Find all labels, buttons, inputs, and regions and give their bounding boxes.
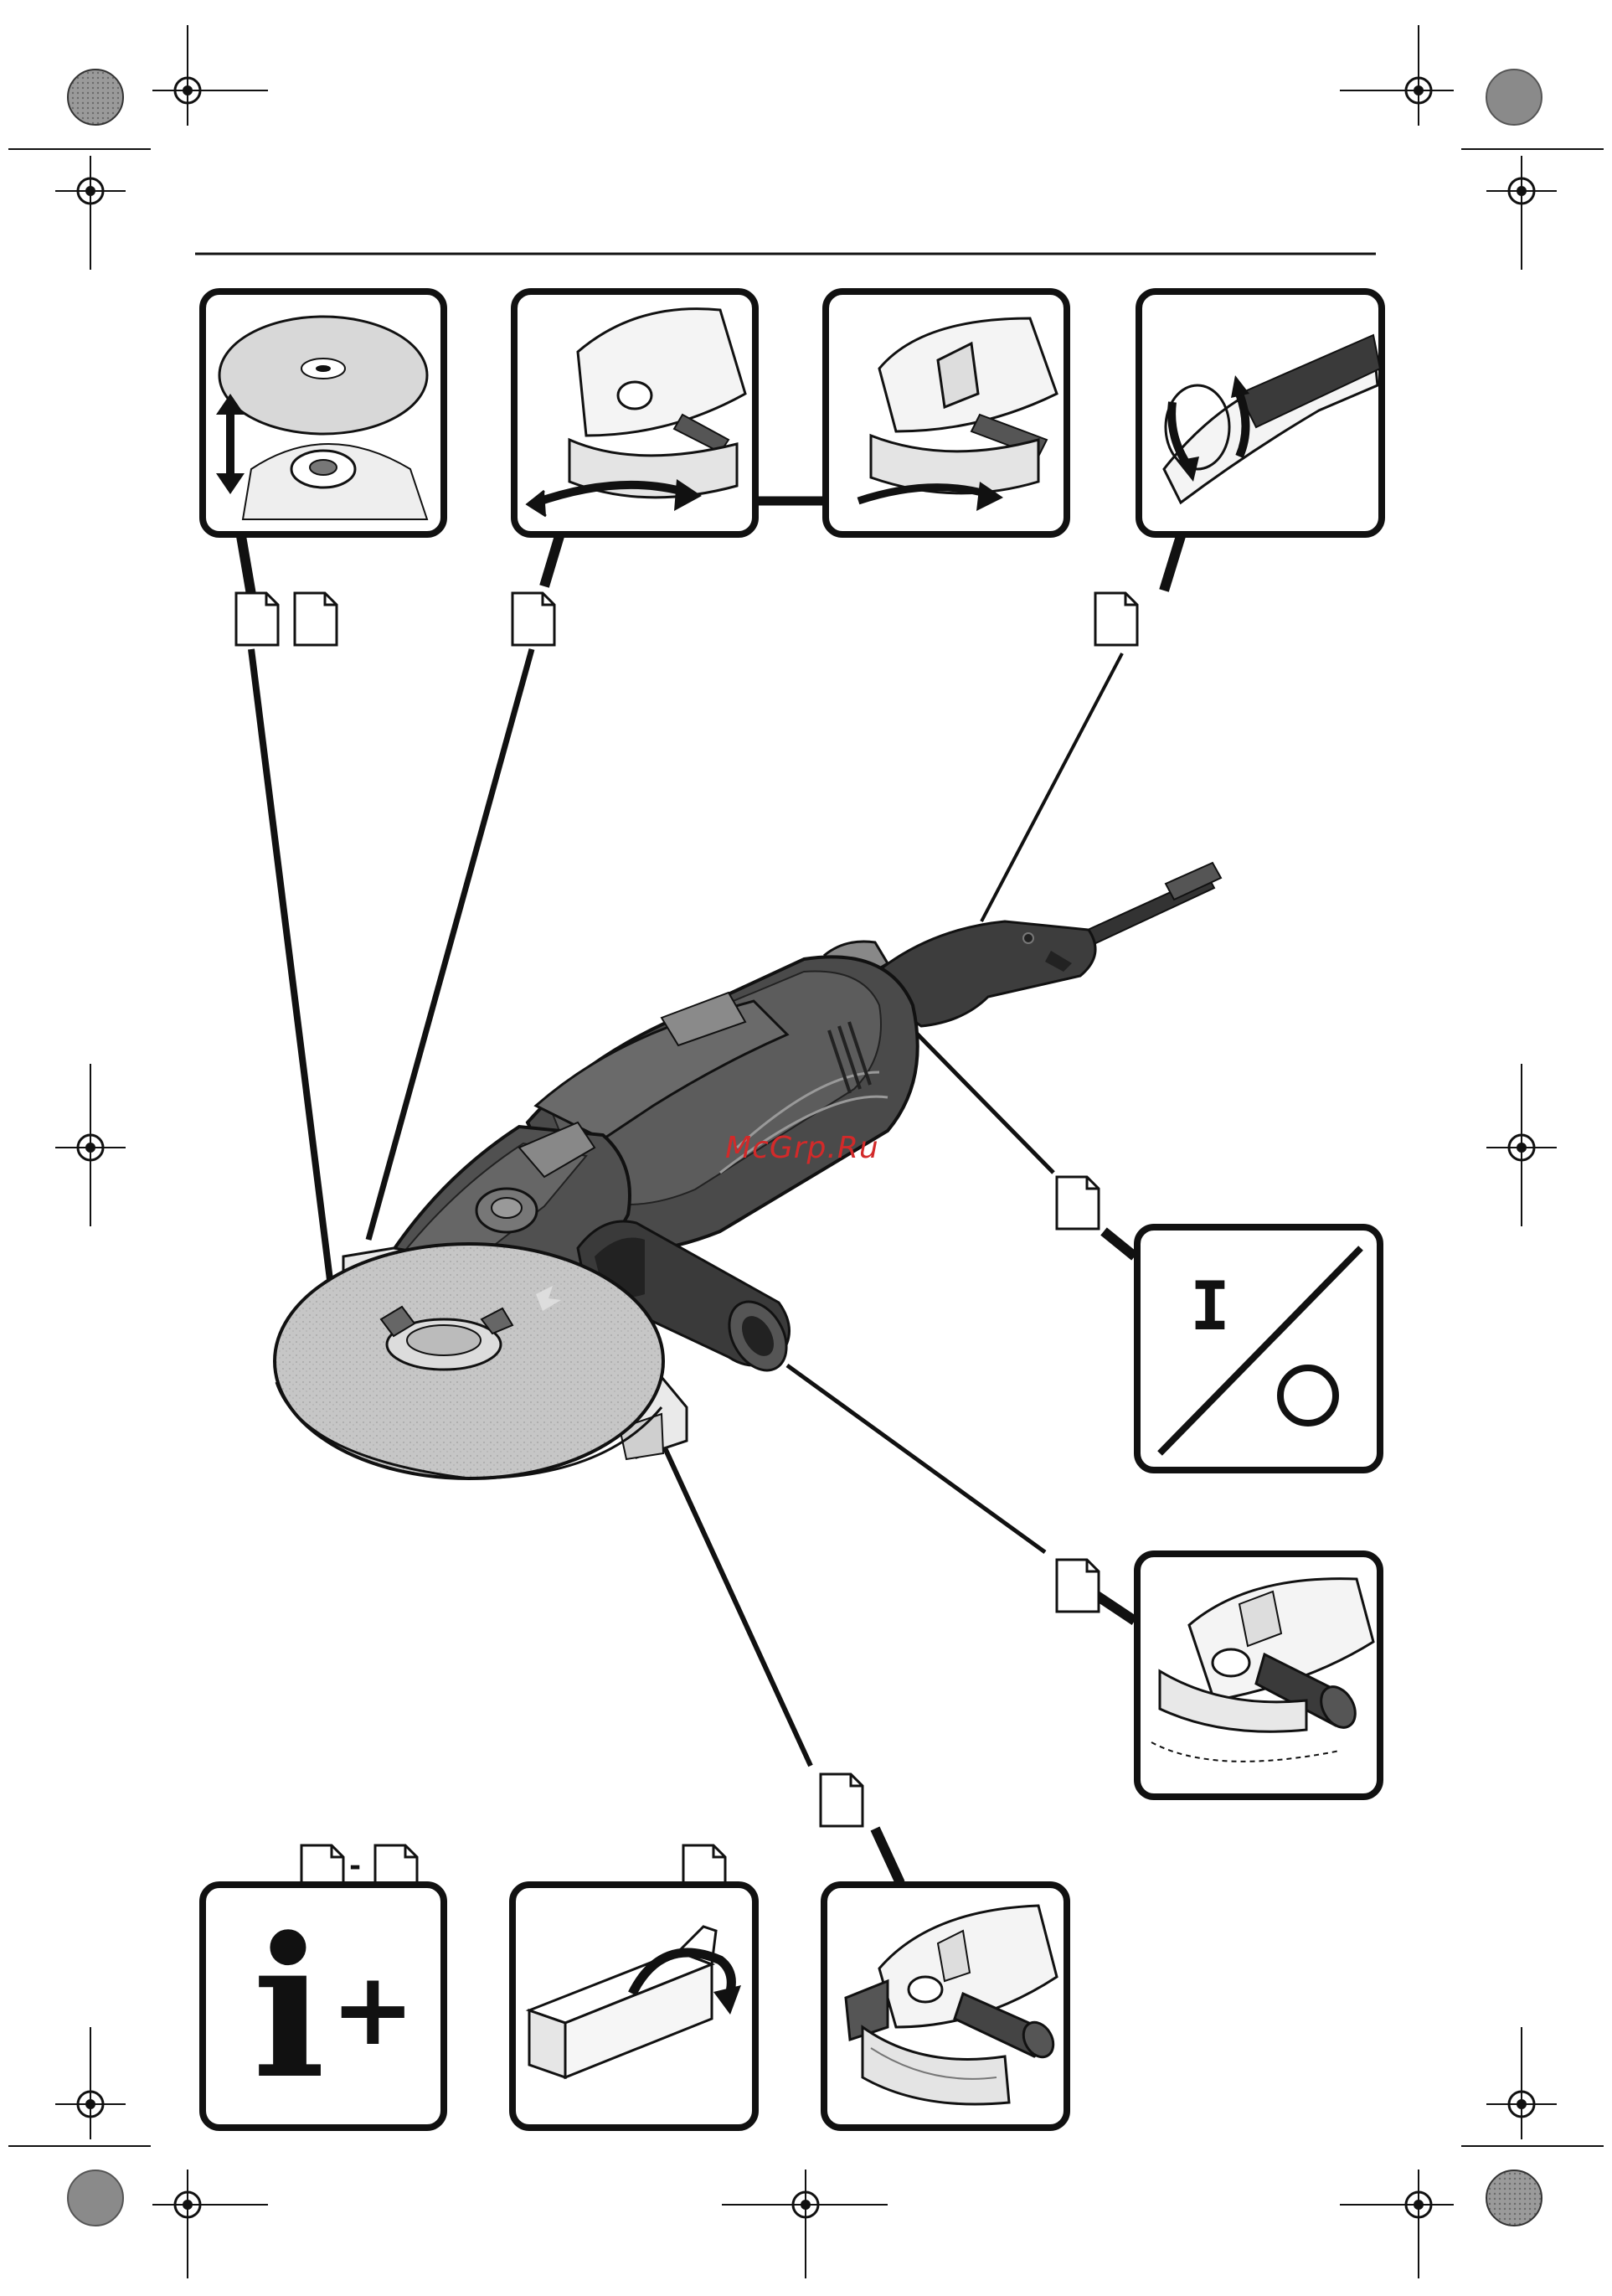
registration-mark-icon xyxy=(1383,55,1454,126)
registration-mark-icon xyxy=(55,156,126,226)
page-reference-icon xyxy=(295,593,337,645)
registration-mark-icon xyxy=(1486,1112,1557,1183)
on-off-switch-panel xyxy=(1137,1227,1380,1470)
side-handle-panel xyxy=(1137,1554,1380,1797)
disc-mount-panel xyxy=(203,292,444,534)
registration-mark-icon xyxy=(152,2170,223,2240)
registration-mark-icon xyxy=(55,2069,126,2139)
guard-rotate-panel xyxy=(514,292,755,534)
page-reference-icon xyxy=(1057,1560,1099,1612)
registration-mark-icon xyxy=(1486,2069,1557,2139)
info-symbol: i xyxy=(243,1908,335,2109)
registration-mark-icon xyxy=(152,55,223,126)
plus-symbol: + xyxy=(331,1960,406,2061)
page-reference-icon xyxy=(1057,1177,1099,1229)
box-open-panel xyxy=(512,1885,755,2128)
registration-mark-icon xyxy=(1383,2170,1454,2240)
registration-mark-icon xyxy=(770,2170,841,2240)
guard-front-panel xyxy=(824,1885,1067,2128)
page-range-separator: - xyxy=(347,1850,363,1883)
page-reference-icon xyxy=(512,593,554,645)
registration-mark-icon xyxy=(1486,156,1557,226)
handle-rotate-panel xyxy=(1139,292,1382,534)
page-reference-icon xyxy=(821,1774,863,1826)
angle-grinder-illustration xyxy=(275,863,1221,1478)
guard-adjust-panel xyxy=(826,292,1067,534)
color-target-icon xyxy=(1486,70,1542,125)
watermark: McGrp.Ru xyxy=(725,1127,918,1169)
color-target-icon xyxy=(68,2170,123,2226)
color-target-icon xyxy=(68,70,123,125)
switch-on-symbol: I xyxy=(1181,1269,1239,1344)
registration-mark-icon xyxy=(55,1112,126,1183)
color-target-icon xyxy=(1486,2170,1542,2226)
page-reference-icon xyxy=(236,593,278,645)
page-reference-icon xyxy=(1095,593,1137,645)
